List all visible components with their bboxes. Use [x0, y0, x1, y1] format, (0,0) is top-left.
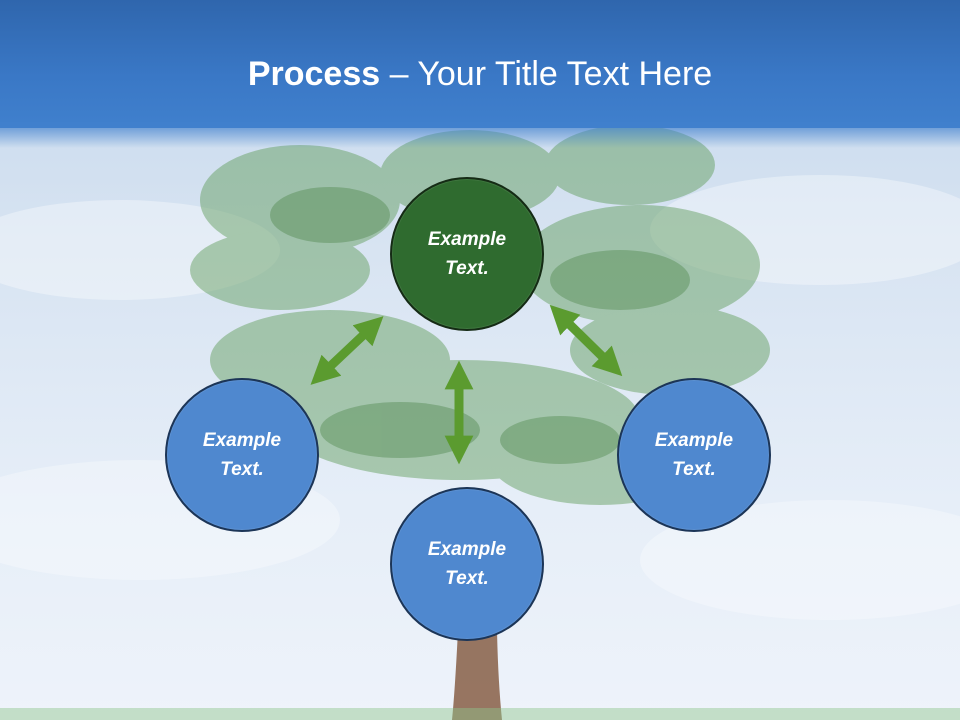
arrow-center-left: [310, 316, 384, 385]
center-node: Example Text.: [390, 177, 544, 331]
slide-title: Process – Your Title Text Here: [0, 52, 960, 96]
right-node: Example Text.: [617, 378, 771, 532]
title-bold-text: Process: [247, 55, 381, 93]
bottom-node: Example Text.: [390, 487, 544, 641]
title-bar-fade: [0, 122, 960, 148]
title-bar: [0, 0, 960, 128]
title-rest-text: – Your Title Text Here: [380, 55, 713, 93]
left-node: Example Text.: [165, 378, 319, 532]
arrow-center-right: [549, 304, 623, 377]
